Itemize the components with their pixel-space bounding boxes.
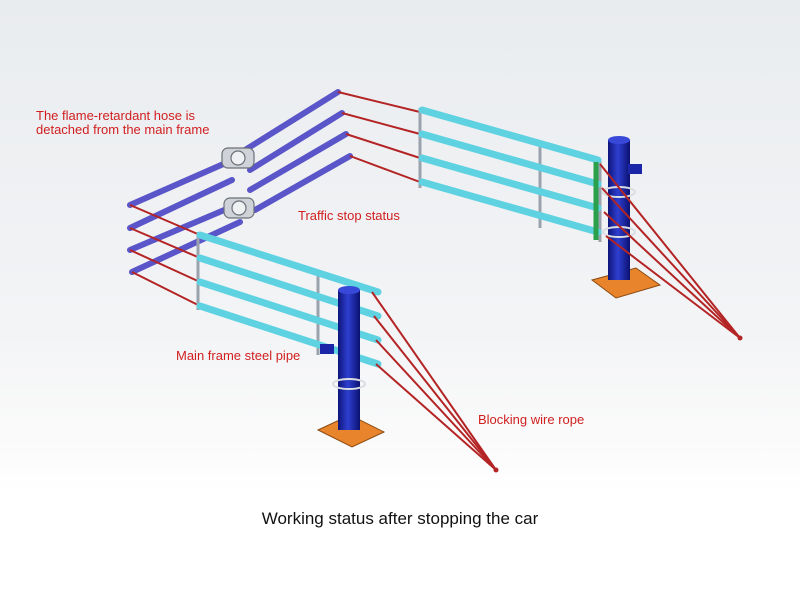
hose-segment [247, 110, 345, 173]
barrier-illustration [127, 89, 743, 473]
blocking-wire-ropes [371, 163, 741, 471]
rope-anchor [493, 467, 499, 473]
flame-retardant-hoses [127, 89, 353, 275]
hose-segment [247, 131, 349, 193]
hose-segment [129, 219, 243, 275]
wire-rope [375, 339, 497, 471]
rail [418, 106, 602, 164]
cable-lines [129, 91, 421, 307]
right-frame [418, 106, 662, 299]
hose-connectors [221, 147, 255, 219]
rail [418, 154, 602, 212]
wire-rope [375, 363, 497, 471]
hose-segment [127, 177, 235, 231]
main-frame-post [608, 140, 630, 280]
rail [418, 178, 602, 236]
wire-rope [601, 187, 741, 339]
hose-segment [252, 153, 353, 213]
wire-rope [603, 211, 741, 339]
label-hose-detached: The flame-retardant hose is detached fro… [36, 108, 210, 137]
hose-connector-ring [231, 200, 247, 216]
rope-anchor [737, 335, 743, 341]
front-frame [196, 231, 386, 448]
wire-rope [605, 235, 741, 339]
rail [418, 130, 602, 188]
hose-segment [242, 89, 341, 153]
wire-rope [373, 315, 497, 471]
figure-caption: Working status after stopping the car [261, 509, 539, 528]
label-blocking-rope: Blocking wire rope [478, 412, 585, 427]
rail [196, 231, 382, 296]
right-rails [418, 106, 602, 236]
wire-rope [599, 163, 741, 339]
hose-connector-ring [230, 150, 246, 166]
hose-segment [127, 159, 231, 208]
label-traffic-stop: Traffic stop status [298, 208, 400, 223]
main-frame-post [338, 290, 360, 430]
wire-rope [371, 291, 497, 471]
label-main-frame-pipe: Main frame steel pipe [176, 348, 301, 363]
